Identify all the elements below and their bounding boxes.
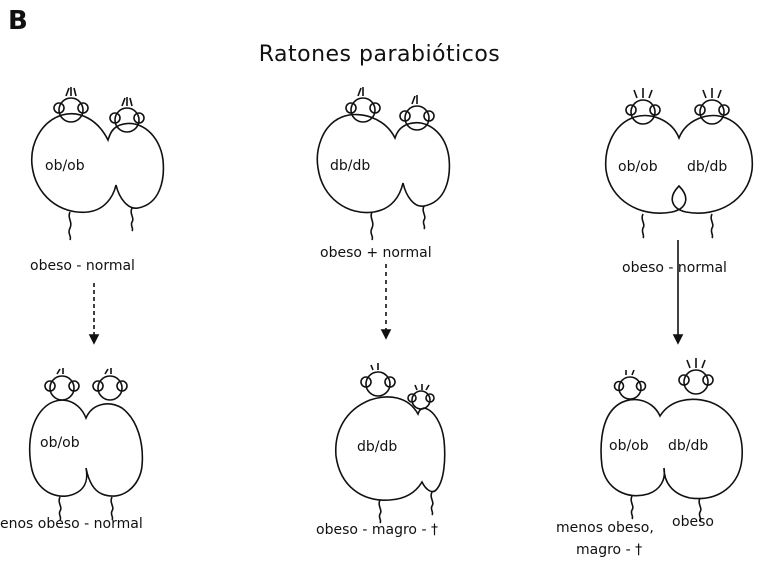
mouse-head-right xyxy=(679,358,713,394)
arrow-head xyxy=(674,335,682,343)
tail-left xyxy=(69,212,71,240)
genotype-label: db/db xyxy=(330,158,370,174)
tail-right xyxy=(431,492,433,515)
caption: enos obeso - normal xyxy=(0,516,143,532)
pair-top-3 xyxy=(606,88,753,343)
mouse-head-left xyxy=(361,363,395,396)
tail-right xyxy=(423,206,425,229)
genotype-label: ob/ob xyxy=(45,158,85,174)
caption: menos obeso, xyxy=(556,520,654,536)
pair-top-2 xyxy=(317,87,449,338)
mouse-head-left xyxy=(615,370,646,399)
caption: obeso xyxy=(672,514,714,530)
caption: obeso - normal xyxy=(30,258,135,274)
pair-top-1 xyxy=(32,87,164,343)
genotype-label: ob/ob xyxy=(618,159,658,175)
tail-right xyxy=(131,208,133,231)
genotype-label: db/db xyxy=(357,439,397,455)
caption: magro - † xyxy=(576,542,642,558)
genotype-label: ob/ob xyxy=(40,435,80,451)
mouse-head-left xyxy=(45,368,79,400)
genotype-label: db/db xyxy=(687,159,727,175)
caption: obeso + normal xyxy=(320,245,432,261)
arrow-head xyxy=(382,330,390,338)
mouse-head-right xyxy=(93,368,127,400)
genotype-label: ob/ob xyxy=(609,438,649,454)
arrow-head xyxy=(90,335,98,343)
tail-left xyxy=(631,496,633,519)
tail-left xyxy=(379,500,381,523)
genotype-label: db/db xyxy=(668,438,708,454)
tail-left xyxy=(371,212,373,240)
mouse-head-left xyxy=(346,87,380,122)
caption: obeso - magro - † xyxy=(316,522,438,538)
caption: obeso - normal xyxy=(622,260,727,276)
tail-right xyxy=(711,214,713,238)
tail-left xyxy=(642,214,644,238)
